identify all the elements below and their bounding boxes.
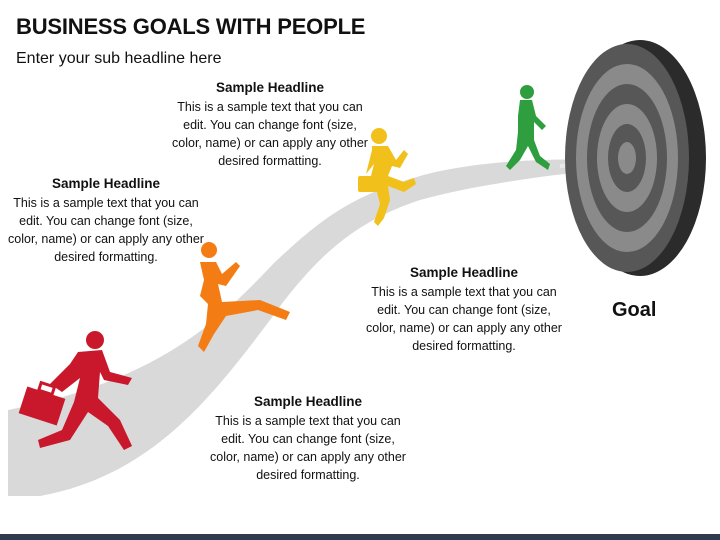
briefcase-icon — [18, 380, 66, 426]
running-man-icon — [38, 331, 132, 450]
page-title: BUSINESS GOALS WITH PEOPLE — [16, 14, 366, 39]
step-block-4: Sample Headline This is a sample text th… — [364, 264, 564, 355]
step-text: This is a sample text that you can edit.… — [366, 285, 562, 353]
step-headline: Sample Headline — [215, 80, 325, 95]
page-subtitle: Enter your sub headline here — [16, 50, 222, 67]
step-text: This is a sample text that you can edit.… — [210, 414, 406, 482]
step-block-2: Sample Headline This is a sample text th… — [6, 175, 206, 266]
progress-path — [8, 159, 600, 496]
running-woman-icon — [358, 128, 416, 226]
step-headline: Sample Headline — [409, 265, 519, 280]
step-block-1: Sample Headline This is a sample text th… — [208, 393, 408, 484]
goal-label: Goal — [612, 299, 657, 321]
running-man-icon — [198, 242, 290, 352]
step-headline: Sample Headline — [253, 394, 363, 409]
step-headline: Sample Headline — [51, 176, 161, 191]
step-text: This is a sample text that you can edit.… — [8, 196, 204, 264]
step-text: This is a sample text that you can edit.… — [172, 100, 368, 168]
bottom-bar — [0, 534, 720, 540]
target-icon — [565, 40, 706, 276]
step-block-3: Sample Headline This is a sample text th… — [170, 79, 370, 170]
walking-man-icon — [506, 85, 550, 170]
